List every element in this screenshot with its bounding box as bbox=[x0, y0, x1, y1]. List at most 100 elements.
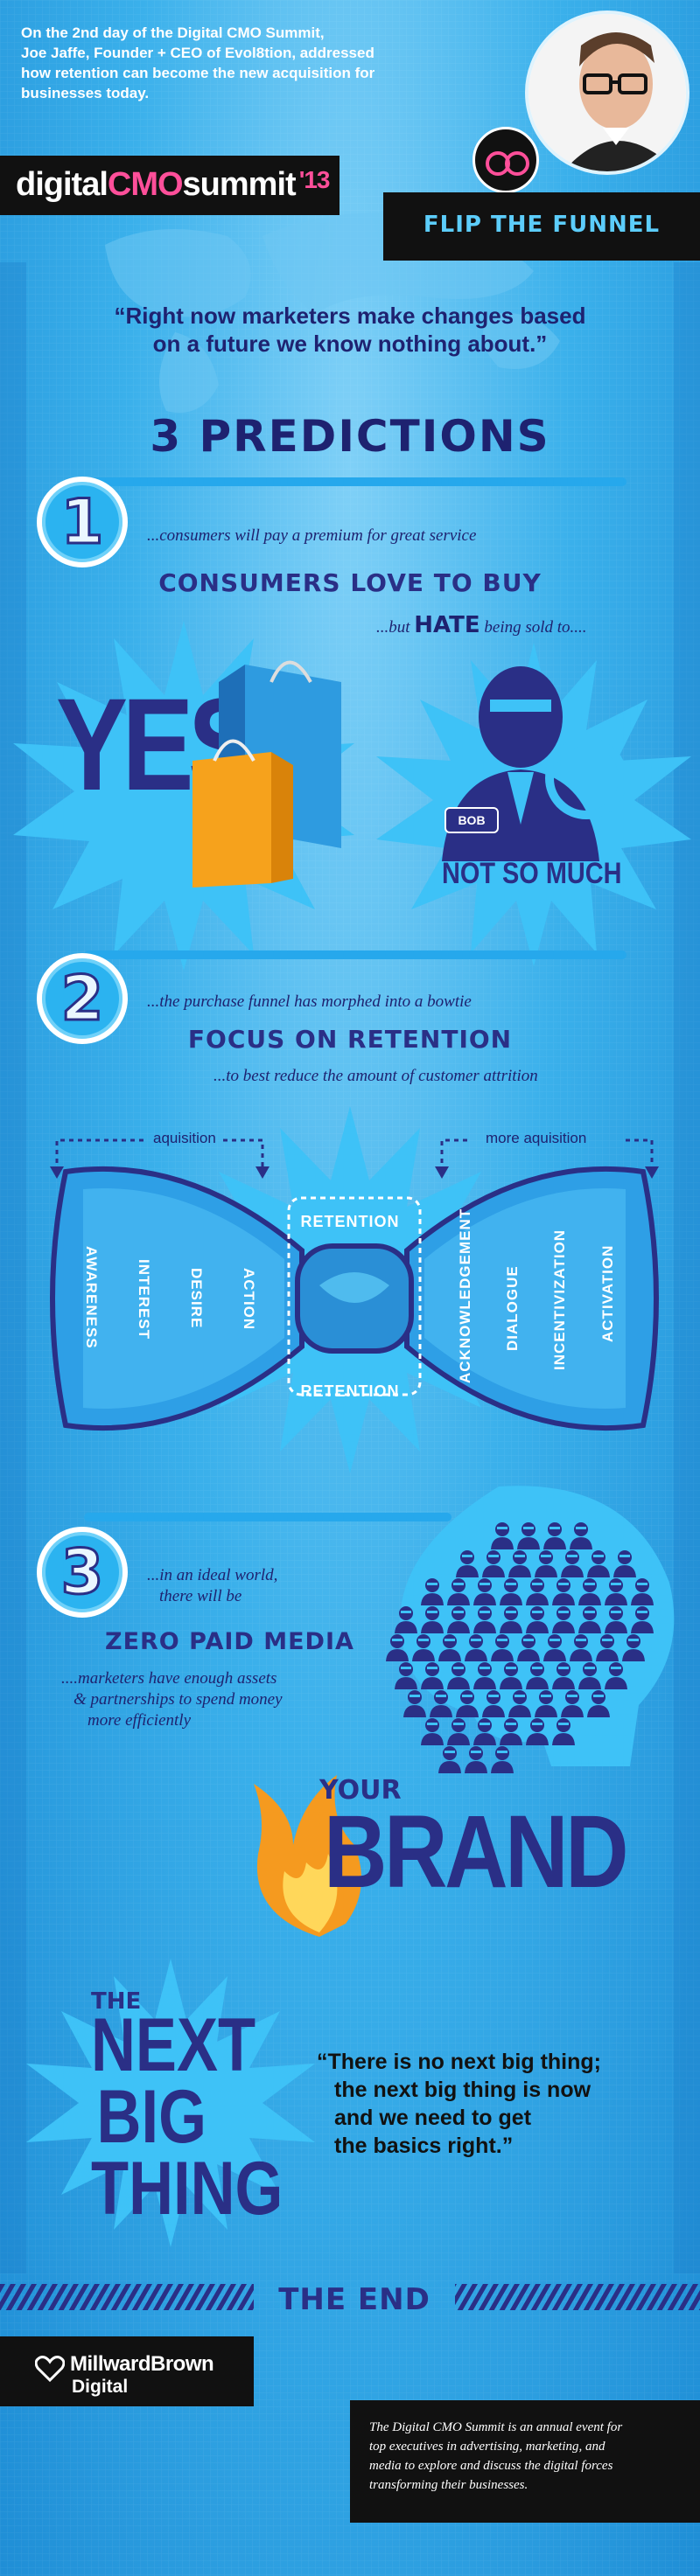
person-icon bbox=[499, 1605, 525, 1635]
person-icon bbox=[490, 1633, 516, 1663]
bowtie-stage-labels: AWARENESS INTEREST DESIRE ACTION ACKNOWL… bbox=[83, 1208, 616, 1383]
divider bbox=[84, 477, 626, 486]
predictions-title: 3 PREDICTIONS bbox=[150, 411, 550, 462]
person-icon bbox=[394, 1605, 420, 1635]
person-icon bbox=[630, 1577, 656, 1607]
people-crowd-icons bbox=[385, 1521, 665, 1784]
p3-intro: ...in an ideal world, there will be bbox=[147, 1566, 278, 1605]
avatar bbox=[528, 14, 686, 171]
salesman-bob-icon bbox=[442, 666, 627, 861]
summit-logo: digitalCMOsummit'13 bbox=[0, 156, 340, 215]
shopping-bags-icon bbox=[192, 660, 341, 888]
stage-interest: INTEREST bbox=[136, 1259, 152, 1340]
person-icon bbox=[499, 1577, 525, 1607]
flip-funnel-banner: FLIP THE FUNNEL bbox=[383, 192, 700, 261]
person-icon bbox=[481, 1689, 508, 1719]
person-icon bbox=[551, 1661, 578, 1691]
stage-awareness: AWARENESS bbox=[83, 1246, 100, 1349]
brand-text: BRAND bbox=[324, 1794, 629, 1910]
person-icon bbox=[472, 1717, 499, 1747]
intro-line: Joe Jaffe, Founder + CEO of Evol8tion, a… bbox=[21, 45, 374, 61]
person-icon bbox=[385, 1633, 411, 1663]
quote-top: “Right now marketers make changes based … bbox=[52, 302, 648, 358]
person-icon bbox=[490, 1745, 516, 1775]
flip-funnel-label: FLIP THE FUNNEL bbox=[423, 212, 661, 238]
p1-line1: ...consumers will pay a premium for grea… bbox=[147, 526, 477, 545]
your-text: YOUR bbox=[319, 1775, 402, 1806]
person-icon bbox=[490, 1521, 516, 1551]
evol8tion-logo-icon bbox=[472, 127, 539, 193]
person-icon bbox=[621, 1633, 648, 1663]
person-icon bbox=[586, 1689, 612, 1719]
person-icon bbox=[542, 1521, 569, 1551]
flame-icon bbox=[254, 1775, 361, 1937]
not-so-much-text: NOT SO MUCH bbox=[442, 857, 622, 890]
person-icon bbox=[402, 1689, 429, 1719]
person-icon bbox=[560, 1549, 586, 1579]
prediction-number-1: 1 bbox=[37, 477, 128, 567]
person-icon bbox=[499, 1661, 525, 1691]
next-big-quote: “There is no next big thing; the next bi… bbox=[317, 2050, 601, 2158]
person-icon bbox=[516, 1633, 542, 1663]
acquisition-label-left: aquisition bbox=[153, 1130, 216, 1146]
person-icon bbox=[630, 1605, 656, 1635]
person-icon bbox=[411, 1633, 438, 1663]
p2-heading: FOCUS ON RETENTION bbox=[187, 1025, 513, 1054]
person-icon bbox=[551, 1717, 578, 1747]
person-icon bbox=[446, 1717, 472, 1747]
person-icon bbox=[420, 1717, 446, 1747]
person-icon bbox=[569, 1521, 595, 1551]
person-icon bbox=[578, 1661, 604, 1691]
stage-dialogue: DIALOGUE bbox=[504, 1265, 521, 1351]
person-icon bbox=[525, 1717, 551, 1747]
header-band: On the 2nd day of the Digital CMO Summit… bbox=[0, 0, 700, 175]
person-icon bbox=[560, 1689, 586, 1719]
stage-activation: ACTIVATION bbox=[599, 1245, 616, 1342]
person-icon bbox=[612, 1549, 639, 1579]
bowtie-diagram bbox=[50, 1166, 659, 1431]
person-icon bbox=[525, 1661, 551, 1691]
footer-description-box: The Digital CMO Summit is an annual even… bbox=[350, 2400, 700, 2523]
next-big-starburst bbox=[26, 1959, 315, 2247]
stage-desire: DESIRE bbox=[188, 1268, 205, 1328]
p3-body: ....marketers have enough assets & partn… bbox=[61, 1669, 283, 1730]
next-big-title: NEXT BIG THING bbox=[91, 2003, 284, 2231]
millward-brown-heart-icon bbox=[35, 2356, 65, 2382]
intro-line: On the 2nd day of the Digital CMO Summit… bbox=[21, 24, 325, 41]
prediction-number-2: 2 bbox=[37, 953, 128, 1044]
intro-text: On the 2nd day of the Digital CMO Summit… bbox=[21, 23, 511, 103]
acquisition-label-right: more aquisition bbox=[486, 1130, 587, 1146]
p2-line1: ...the purchase funnel has morphed into … bbox=[147, 992, 472, 1011]
p1-hate-word: HATE bbox=[414, 612, 480, 638]
person-icon bbox=[525, 1605, 551, 1635]
person-icon bbox=[446, 1577, 472, 1607]
the-end-hatch-bar bbox=[0, 2284, 700, 2310]
quote-line: “Right now marketers make changes based bbox=[114, 303, 586, 329]
intro-line: how retention can become the new acquisi… bbox=[21, 65, 375, 81]
prediction-number-3: 3 bbox=[37, 1527, 128, 1618]
p2-line2: ...to best reduce the amount of customer… bbox=[214, 1067, 538, 1085]
the-end-text: THE END bbox=[278, 2282, 430, 2317]
person-icon bbox=[542, 1633, 569, 1663]
person-icon bbox=[446, 1605, 472, 1635]
divider bbox=[84, 1513, 452, 1521]
retention-label-top: RETENTION bbox=[300, 1213, 400, 1230]
logo-year: '13 bbox=[298, 166, 331, 193]
next-big-the: THE bbox=[91, 1988, 142, 2015]
person-icon bbox=[586, 1549, 612, 1579]
intro-line: businesses today. bbox=[21, 85, 150, 101]
person-icon bbox=[525, 1577, 551, 1607]
person-icon bbox=[420, 1605, 446, 1635]
person-icon bbox=[464, 1633, 490, 1663]
person-icon bbox=[604, 1605, 630, 1635]
person-icon bbox=[429, 1689, 455, 1719]
stage-acknowledgement: ACKNOWLEDGEMENT bbox=[457, 1208, 473, 1383]
stage-incentivization: INCENTIVIZATION bbox=[551, 1229, 568, 1370]
person-icon bbox=[499, 1717, 525, 1747]
person-icon bbox=[420, 1661, 446, 1691]
person-icon bbox=[472, 1605, 499, 1635]
person-icon bbox=[551, 1577, 578, 1607]
person-icon bbox=[508, 1689, 534, 1719]
person-icon bbox=[534, 1549, 560, 1579]
